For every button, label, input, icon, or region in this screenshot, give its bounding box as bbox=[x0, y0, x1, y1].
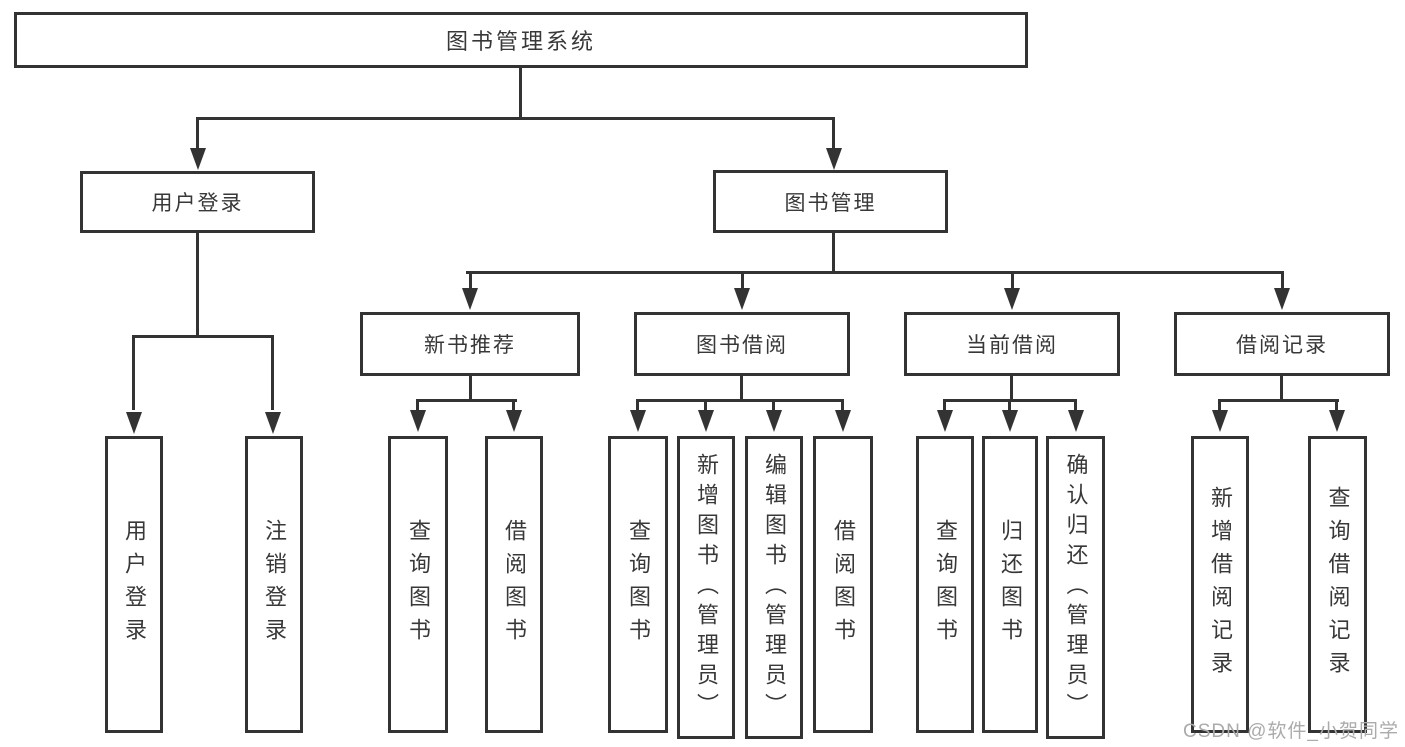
arrow-down-icon bbox=[462, 288, 478, 310]
connector-line bbox=[832, 117, 835, 152]
connector-line bbox=[1218, 399, 1221, 411]
arrow-down-icon bbox=[734, 288, 750, 310]
node-label: 图书管理 bbox=[784, 191, 877, 215]
node-system-root: 图书管理系统 bbox=[14, 12, 1028, 68]
connector-line bbox=[519, 68, 522, 120]
node-book-borrow: 图书借阅 bbox=[634, 312, 850, 376]
connector-line bbox=[1011, 271, 1014, 288]
connector-line bbox=[132, 335, 135, 410]
connector-line bbox=[1074, 399, 1077, 411]
leaf-edit-books-admin: 编辑图书（管理员） bbox=[745, 436, 803, 739]
leaf-return-books: 归还图书 bbox=[982, 436, 1038, 733]
arrow-down-icon bbox=[1068, 410, 1084, 432]
leaf-query-books: 查询图书 bbox=[388, 436, 448, 733]
arrow-down-icon bbox=[410, 410, 426, 432]
connector-line bbox=[512, 399, 515, 411]
connector-line bbox=[469, 376, 472, 402]
connector-line bbox=[1280, 376, 1283, 402]
csdn-watermark: CSDN @软件_小贺同学 bbox=[1183, 721, 1399, 742]
connector-line bbox=[469, 271, 472, 288]
arrow-down-icon bbox=[826, 148, 842, 170]
arrow-down-icon bbox=[1004, 288, 1020, 310]
leaf-borrow-books: 借阅图书 bbox=[485, 436, 543, 733]
arrow-down-icon bbox=[698, 410, 714, 432]
connector-line bbox=[1335, 399, 1338, 411]
arrow-down-icon bbox=[766, 410, 782, 432]
connector-line bbox=[196, 233, 199, 338]
leaf-query-books: 查询图书 bbox=[608, 436, 668, 733]
arrow-down-icon bbox=[126, 412, 142, 434]
connector-line bbox=[196, 117, 199, 152]
node-label: 新书推荐 bbox=[424, 334, 516, 357]
node-label: 图书借阅 bbox=[696, 334, 788, 357]
connector-line bbox=[841, 399, 844, 411]
arrow-down-icon bbox=[1329, 410, 1345, 432]
node-user-login: 用户登录 bbox=[80, 171, 315, 233]
connector-line bbox=[772, 399, 775, 411]
connector-line bbox=[416, 399, 419, 411]
leaf-confirm-return-admin: 确认归还（管理员） bbox=[1046, 436, 1105, 739]
node-borrow-record: 借阅记录 bbox=[1174, 312, 1390, 376]
connector-line bbox=[132, 335, 274, 338]
arrow-down-icon bbox=[265, 412, 281, 434]
node-label: 当前借阅 bbox=[966, 334, 1058, 357]
connector-line bbox=[416, 399, 517, 402]
arrow-down-icon bbox=[630, 410, 646, 432]
connector-line bbox=[1218, 399, 1339, 402]
node-new-book-recommend: 新书推荐 bbox=[360, 312, 580, 376]
connector-line bbox=[636, 399, 844, 402]
connector-line bbox=[740, 376, 743, 402]
connector-line bbox=[636, 399, 639, 411]
connector-line bbox=[741, 271, 744, 288]
leaf-query-borrow-record: 查询借阅记录 bbox=[1308, 436, 1367, 733]
connector-line bbox=[1010, 376, 1013, 402]
arrow-down-icon bbox=[190, 148, 206, 170]
leaf-query-books: 查询图书 bbox=[916, 436, 974, 733]
connector-line bbox=[704, 399, 707, 411]
arrow-down-icon bbox=[1002, 410, 1018, 432]
node-current-borrow: 当前借阅 bbox=[904, 312, 1120, 376]
node-label: 图书管理系统 bbox=[445, 29, 596, 54]
arrow-down-icon bbox=[835, 410, 851, 432]
connector-line bbox=[1008, 399, 1011, 411]
connector-line bbox=[943, 399, 946, 411]
arrow-down-icon bbox=[1212, 410, 1228, 432]
leaf-add-borrow-record: 新增借阅记录 bbox=[1191, 436, 1249, 733]
arrow-down-icon bbox=[506, 410, 522, 432]
node-label: 借阅记录 bbox=[1236, 334, 1328, 357]
leaf-borrow-books: 借阅图书 bbox=[813, 436, 873, 733]
arrow-down-icon bbox=[1274, 288, 1290, 310]
connector-line bbox=[832, 233, 835, 274]
connector-line bbox=[271, 335, 274, 410]
node-book-management: 图书管理 bbox=[713, 170, 948, 233]
connector-line bbox=[196, 117, 835, 120]
leaf-logout: 注销登录 bbox=[245, 436, 303, 733]
node-label: 用户登录 bbox=[151, 192, 244, 215]
connector-line bbox=[1281, 271, 1284, 288]
connector-line bbox=[466, 271, 1284, 274]
leaf-add-books-admin: 新增图书（管理员） bbox=[677, 436, 735, 739]
arrow-down-icon bbox=[937, 410, 953, 432]
leaf-user-login: 用户登录 bbox=[105, 436, 163, 733]
